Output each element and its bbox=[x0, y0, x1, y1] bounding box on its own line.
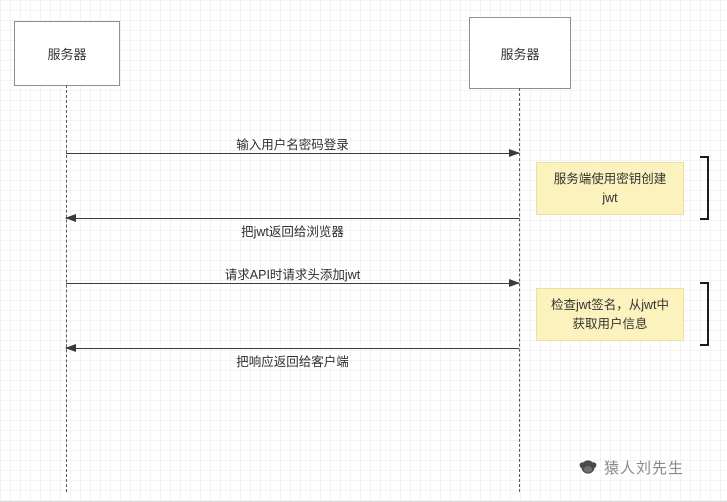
arrow-left-icon bbox=[65, 344, 519, 352]
arrow-right-icon bbox=[66, 279, 520, 287]
watermark-text: 猿人刘先生 bbox=[604, 459, 685, 477]
lifeline-left bbox=[66, 85, 67, 492]
bracket-icon bbox=[700, 156, 709, 220]
note-text: 服务端使用密钥创建 jwt bbox=[553, 171, 667, 205]
actor-box-browser: 服务器 bbox=[14, 21, 120, 86]
note-verify-jwt: 检查jwt签名，从jwt中 获取用户信息 bbox=[536, 288, 684, 341]
message-label: 请求API时请求头添加jwt bbox=[224, 268, 361, 282]
monkey-logo-icon bbox=[579, 460, 597, 474]
actor-box-server: 服务器 bbox=[469, 17, 571, 89]
message-label: 输入用户名密码登录 bbox=[236, 138, 349, 152]
bracket-icon bbox=[700, 282, 709, 346]
arrow-left-icon bbox=[65, 214, 519, 222]
lifeline-right bbox=[519, 88, 520, 492]
actor-label: 服务器 bbox=[500, 46, 540, 62]
note-text: 检查jwt签名，从jwt中 获取用户信息 bbox=[550, 297, 670, 331]
watermark: 猿人刘先生 bbox=[577, 456, 684, 478]
note-create-jwt: 服务端使用密钥创建 jwt bbox=[536, 162, 684, 215]
message-label: 把响应返回给客户端 bbox=[236, 355, 349, 369]
arrow-right-icon bbox=[66, 149, 520, 157]
message-label: 把jwt返回给浏览器 bbox=[241, 225, 344, 239]
actor-label: 服务器 bbox=[47, 47, 87, 62]
